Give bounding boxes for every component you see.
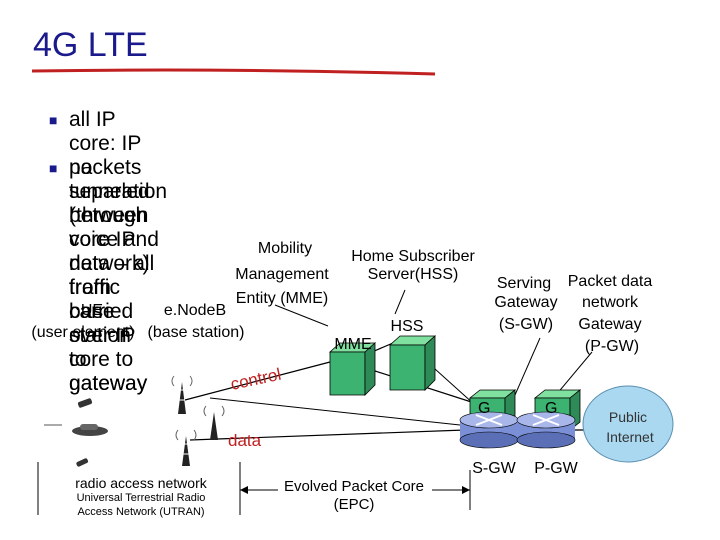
pgw-label: P-GW	[534, 460, 578, 477]
sgw-long-label-3: (S-GW)	[498, 316, 554, 333]
data-link-enodeb-top-sgw	[209, 397, 461, 426]
ue-sub-label: (user element)	[31, 324, 135, 341]
internet-label-1: Public	[608, 409, 648, 425]
pgw-pointer-line	[555, 351, 593, 396]
title-underline	[31, 68, 436, 76]
mme-pointer-line	[274, 304, 329, 327]
base-station-tower-icon	[175, 429, 197, 466]
epc-label-1: Evolved Packet Core	[283, 478, 425, 495]
mme-building-icon	[328, 342, 377, 396]
mme-long-label-2: Management	[235, 266, 329, 283]
utran-label-1: Universal Terrestrial Radio	[76, 492, 206, 504]
sgw-pointer-line	[514, 337, 541, 396]
pgw-g-label: G	[545, 400, 557, 417]
hss-long-label-2: Server(HSS)	[367, 266, 459, 283]
data-plane-label: data	[228, 431, 262, 450]
bullet-1-line-2: network) from base station to gateway	[69, 252, 150, 395]
control-link-enodeb-mme	[184, 361, 331, 401]
mobile-phone-icon	[76, 458, 89, 467]
data-link-enodeb-sgw	[189, 429, 466, 441]
sgw-label: S-GW	[472, 460, 516, 477]
hss-building-icon	[388, 335, 437, 391]
sgw-long-label-2: Gateway	[494, 294, 558, 311]
mobile-phone-icon	[77, 398, 93, 408]
pgw-long-label-4: (P-GW)	[584, 338, 640, 355]
hss-pointer-line	[394, 289, 406, 315]
base-station-tower-icon	[203, 405, 225, 440]
epc-left-arrowhead	[240, 486, 248, 494]
bullet-2-line-2: carried over IP core to gateway	[69, 300, 148, 395]
sgw-router-icon	[459, 411, 519, 449]
pgw-long-label-2: network	[581, 294, 639, 311]
internet-cloud-icon	[582, 385, 674, 463]
sgw-g-label: G	[478, 400, 490, 417]
epc-label-2: (EPC)	[333, 496, 375, 513]
ran-label: radio access network	[75, 475, 207, 491]
mme-label: MME	[334, 336, 372, 353]
pgw-long-label-3: Gateway	[578, 316, 642, 333]
bullet-2-line-1: no separation between voice and data – a…	[69, 156, 168, 299]
enodeb-label: e.NodeB	[163, 302, 227, 319]
hss-label: HSS	[390, 318, 424, 335]
bullet-square-icon: ■	[49, 112, 58, 128]
mme-long-label-1: Mobility	[257, 240, 313, 257]
internet-label-2: Internet	[606, 429, 654, 445]
hss-long-label-1: Home Subscriber	[351, 248, 475, 265]
pgw-router-icon	[516, 411, 576, 449]
sgw-long-label-1: Serving	[496, 275, 552, 292]
control-plane-label: control	[229, 365, 283, 394]
epc-right-arrowhead	[462, 486, 470, 494]
mme-long-label-3: Entity (MME)	[235, 290, 329, 307]
bullet-1-line-1: all IP core: IP packets tunneled (throug…	[69, 108, 150, 251]
car-icon	[44, 424, 108, 436]
page-title: 4G LTE	[33, 26, 148, 64]
enodeb-sub-label: (base station)	[147, 324, 245, 341]
base-station-tower-icon	[171, 375, 193, 414]
bullet-square-icon: ■	[49, 160, 58, 176]
ue-label: UE	[80, 302, 104, 319]
pgw-long-label-1: Packet data	[567, 273, 653, 290]
utran-label-2: Access Network (UTRAN)	[77, 506, 205, 518]
